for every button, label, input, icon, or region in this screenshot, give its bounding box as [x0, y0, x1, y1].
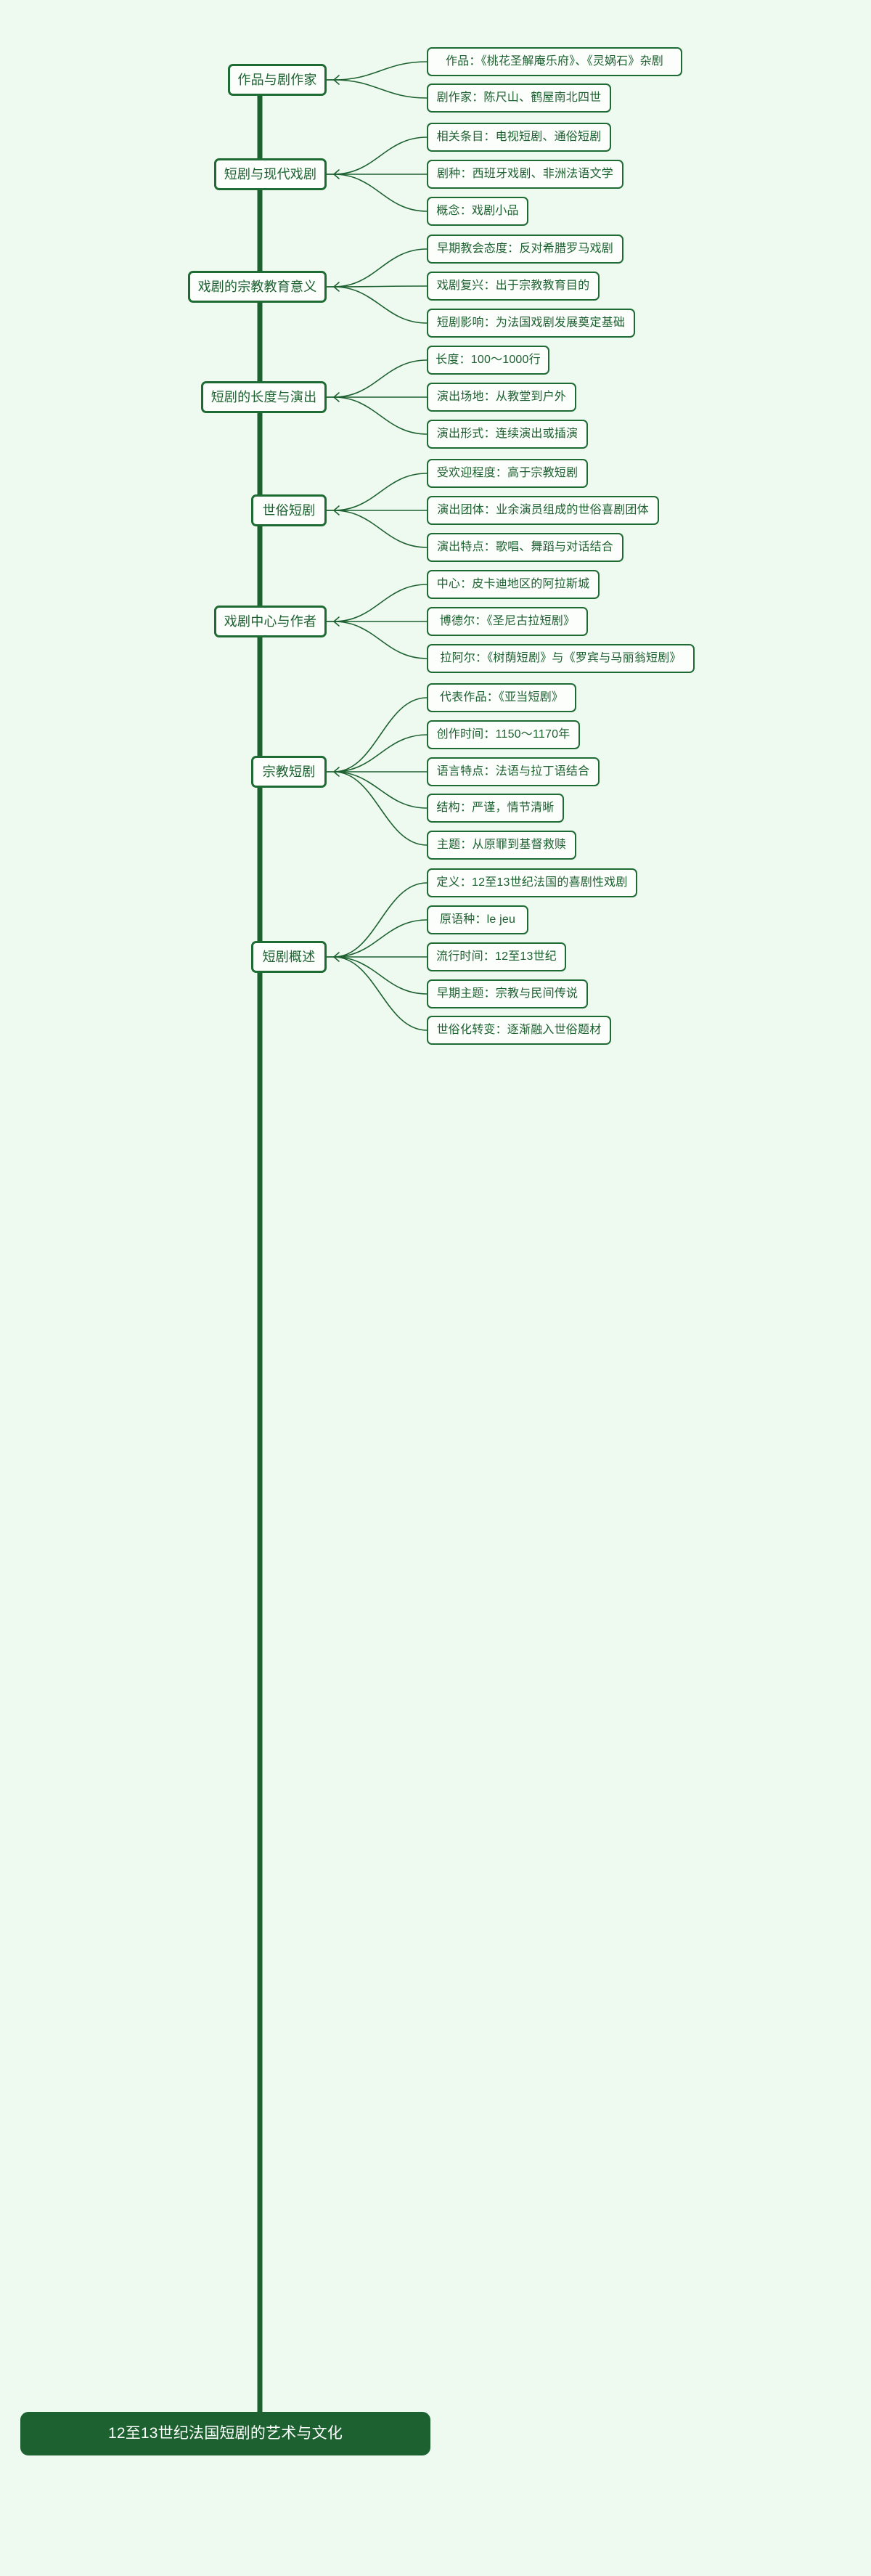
leaf-node-4-3-label: 演出形式：连续演出或插演	[436, 427, 578, 440]
leaf-node-6-2-label: 博德尔：《圣尼古拉短剧》	[439, 614, 576, 627]
leaf-node-7-1[interactable]: 代表作品：《亚当短剧》	[427, 683, 576, 712]
leaf-node-8-5[interactable]: 世俗化转变：逐渐融入世俗题材	[427, 1016, 611, 1045]
leaf-node-7-2[interactable]: 创作时间：1150～1170年	[427, 720, 580, 749]
leaf-node-8-3[interactable]: 流行时间：12至13世纪	[427, 942, 566, 971]
leaf-node-3-1[interactable]: 早期教会态度：反对希腊罗马戏剧	[427, 235, 623, 264]
leaf-node-5-1-label: 受欢迎程度：高于宗教短剧	[436, 466, 578, 479]
leaf-node-1-2-label: 剧作家：陈尺山、鹤屋南北四世	[436, 91, 602, 104]
leaf-node-8-5-label: 世俗化转变：逐渐融入世俗题材	[436, 1023, 602, 1036]
leaf-node-5-2[interactable]: 演出团体：业余演员组成的世俗喜剧团体	[427, 496, 659, 525]
branch-node-7[interactable]: 宗教短剧	[251, 756, 327, 788]
branch-node-8-label: 短剧概述	[262, 949, 316, 964]
branch-node-3-label: 戏剧的宗教教育意义	[197, 279, 317, 294]
leaf-node-8-2-label: 原语种：le jeu	[439, 913, 516, 926]
branch-node-2-label: 短剧与现代戏剧	[224, 166, 317, 182]
leaf-node-5-3[interactable]: 演出特点：歌唱、舞蹈与对话结合	[427, 533, 623, 562]
leaf-node-7-4[interactable]: 结构：严谨，情节清晰	[427, 794, 564, 823]
leaf-node-8-4-label: 早期主题：宗教与民间传说	[436, 987, 578, 1000]
leaf-node-4-2-label: 演出场地：从教堂到户外	[436, 390, 567, 403]
leaf-node-7-1-label: 代表作品：《亚当短剧》	[439, 690, 564, 704]
branch-node-1[interactable]: 作品与剧作家	[228, 64, 327, 96]
leaf-node-6-3[interactable]: 拉阿尔：《树荫短剧》与《罗宾与马丽翁短剧》	[427, 644, 695, 673]
leaf-node-7-5-label: 主题：从原罪到基督救赎	[436, 838, 567, 851]
leaf-node-8-2[interactable]: 原语种：le jeu	[427, 905, 528, 934]
branch-node-4[interactable]: 短剧的长度与演出	[201, 381, 327, 413]
branch-node-6[interactable]: 戏剧中心与作者	[214, 606, 327, 637]
leaf-node-5-2-label: 演出团体：业余演员组成的世俗喜剧团体	[437, 503, 649, 516]
branch-node-1-label: 作品与剧作家	[237, 72, 317, 87]
leaf-node-3-2-label: 戏剧复兴：出于宗教教育目的	[436, 279, 590, 292]
leaf-node-6-2[interactable]: 博德尔：《圣尼古拉短剧》	[427, 607, 588, 636]
leaf-node-8-4[interactable]: 早期主题：宗教与民间传说	[427, 979, 588, 1008]
leaf-node-1-2[interactable]: 剧作家：陈尺山、鹤屋南北四世	[427, 83, 611, 113]
leaf-node-2-2-label: 剧种：西班牙戏剧、非洲法语文学	[436, 167, 613, 180]
leaf-node-6-3-label: 拉阿尔：《树荫短剧》与《罗宾与马丽翁短剧》	[440, 651, 682, 664]
leaf-node-7-3-label: 语言特点：法语与拉丁语结合	[436, 765, 590, 778]
leaf-node-7-4-label: 结构：严谨，情节清晰	[436, 801, 555, 814]
leaf-node-1-1-label: 作品：《桃花圣解庵乐府》、《灵娲石》杂剧	[445, 54, 663, 68]
leaf-node-6-1[interactable]: 中心：皮卡迪地区的阿拉斯城	[427, 570, 600, 599]
leaf-node-7-2-label: 创作时间：1150～1170年	[436, 727, 571, 741]
leaf-node-8-3-label: 流行时间：12至13世纪	[436, 950, 557, 963]
leaf-node-6-1-label: 中心：皮卡迪地区的阿拉斯城	[436, 577, 590, 590]
branch-node-5-label: 世俗短剧	[262, 502, 316, 518]
leaf-node-2-3[interactable]: 概念：戏剧小品	[427, 197, 528, 226]
branch-node-5[interactable]: 世俗短剧	[251, 494, 327, 526]
branch-node-2[interactable]: 短剧与现代戏剧	[214, 158, 327, 190]
root-node[interactable]: 12至13世纪法国短剧的艺术与文化	[20, 2412, 430, 2455]
leaf-node-4-1-label: 长度：100～1000行	[436, 353, 541, 366]
leaf-node-8-1-label: 定义：12至13世纪法国的喜剧性戏剧	[436, 876, 628, 889]
leaf-node-4-3[interactable]: 演出形式：连续演出或插演	[427, 420, 588, 449]
leaf-node-8-1[interactable]: 定义：12至13世纪法国的喜剧性戏剧	[427, 868, 637, 897]
leaf-node-2-3-label: 概念：戏剧小品	[436, 204, 519, 217]
branch-node-7-label: 宗教短剧	[262, 764, 316, 779]
leaf-node-4-2[interactable]: 演出场地：从教堂到户外	[427, 383, 576, 412]
leaf-node-2-1-label: 相关条目：电视短剧、通俗短剧	[436, 130, 602, 143]
branch-node-8[interactable]: 短剧概述	[251, 941, 327, 973]
branch-node-3[interactable]: 戏剧的宗教教育意义	[188, 271, 327, 303]
leaf-node-3-2[interactable]: 戏剧复兴：出于宗教教育目的	[427, 272, 600, 301]
leaf-node-7-3[interactable]: 语言特点：法语与拉丁语结合	[427, 757, 600, 786]
leaf-node-3-1-label: 早期教会态度：反对希腊罗马戏剧	[436, 242, 613, 255]
leaf-node-7-5[interactable]: 主题：从原罪到基督救赎	[427, 831, 576, 860]
leaf-node-2-1[interactable]: 相关条目：电视短剧、通俗短剧	[427, 123, 611, 152]
leaf-node-5-1[interactable]: 受欢迎程度：高于宗教短剧	[427, 459, 588, 488]
leaf-node-3-3-label: 短剧影响：为法国戏剧发展奠定基础	[436, 316, 626, 329]
root-node-label: 12至13世纪法国短剧的艺术与文化	[107, 2424, 343, 2442]
leaf-node-5-3-label: 演出特点：歌唱、舞蹈与对话结合	[436, 540, 613, 553]
leaf-node-4-1[interactable]: 长度：100～1000行	[427, 346, 549, 375]
leaf-node-2-2[interactable]: 剧种：西班牙戏剧、非洲法语文学	[427, 160, 623, 189]
leaf-node-3-3[interactable]: 短剧影响：为法国戏剧发展奠定基础	[427, 309, 635, 338]
branch-node-4-label: 短剧的长度与演出	[210, 389, 317, 404]
branch-node-6-label: 戏剧中心与作者	[224, 614, 317, 629]
leaf-node-1-1[interactable]: 作品：《桃花圣解庵乐府》、《灵娲石》杂剧	[427, 47, 682, 76]
